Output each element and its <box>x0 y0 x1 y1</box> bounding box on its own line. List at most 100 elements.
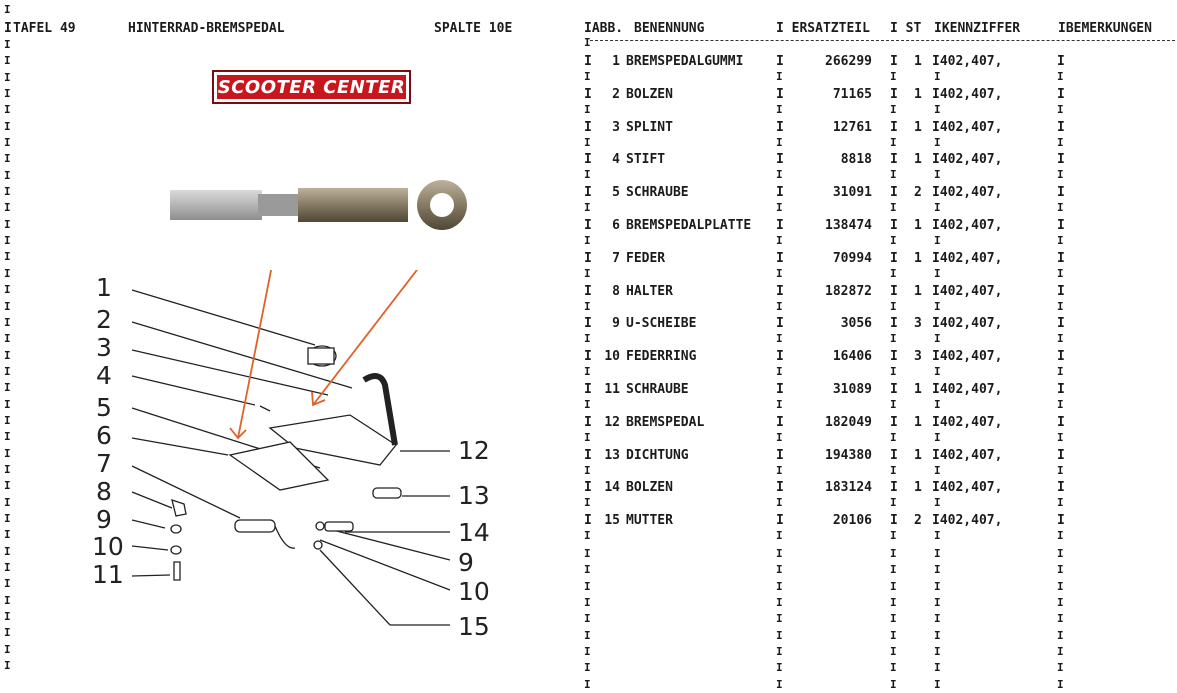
margin-marker: I <box>4 332 11 346</box>
row-marker: I <box>1057 463 1064 477</box>
margin-marker: I <box>934 628 941 642</box>
row-marker: I <box>1057 135 1064 149</box>
row-marker: I <box>584 54 592 69</box>
margin-marker: I <box>4 479 11 493</box>
row-marker: I <box>776 365 783 379</box>
row-marker: I <box>1057 332 1064 346</box>
row-benennung: U-SCHEIBE <box>626 316 697 332</box>
row-marker: I <box>890 54 898 69</box>
page-title: HINTERRAD-BREMSPEDAL <box>128 21 285 36</box>
row-marker: I <box>890 234 897 247</box>
margin-marker: I <box>4 462 11 476</box>
row-marker: I <box>776 299 783 313</box>
row-marker: I <box>776 463 783 477</box>
margin-marker: I <box>776 612 783 626</box>
row-st: 1 <box>914 86 922 102</box>
row-marker: I <box>584 480 592 496</box>
row-ersatzteil: 8818 <box>840 152 872 168</box>
row-marker: I <box>776 102 783 116</box>
row-number: 4 <box>612 152 620 168</box>
margin-marker: I <box>934 677 941 691</box>
row-marker: I <box>776 70 783 83</box>
row-marker: I <box>584 185 592 201</box>
margin-marker: I <box>4 136 11 150</box>
row-marker: I <box>890 430 897 444</box>
row-marker: I <box>934 135 941 149</box>
row-marker: I <box>584 513 592 529</box>
margin-marker: I <box>1057 596 1064 610</box>
row-marker: I <box>934 201 941 215</box>
row-marker: I <box>1057 299 1064 313</box>
row-ersatzteil: 266299 <box>825 54 872 69</box>
row-st: 1 <box>914 119 922 135</box>
callout-number: 14 <box>458 518 490 547</box>
row-marker: I <box>776 349 784 365</box>
margin-marker: I <box>4 70 11 84</box>
margin-marker: I <box>776 677 783 691</box>
row-st: 1 <box>914 283 922 299</box>
row-marker: I <box>934 299 941 313</box>
row-marker: I <box>584 152 592 168</box>
row-marker: I <box>890 365 897 379</box>
row-marker: I <box>584 463 591 477</box>
col-abb: IABB. <box>584 21 624 36</box>
row-marker: I <box>890 102 897 116</box>
row-marker: I <box>584 529 591 543</box>
row-marker: I <box>584 299 591 313</box>
row-number: 13 <box>604 447 620 463</box>
row-benennung: STIFT <box>626 152 666 168</box>
margin-marker: I <box>890 596 897 610</box>
row-marker: I <box>1057 70 1064 83</box>
row-marker: I <box>890 316 898 332</box>
margin-marker: I <box>4 381 11 395</box>
margin-marker: I <box>4 659 11 673</box>
row-marker: I <box>776 250 784 266</box>
row-marker: I <box>1057 218 1065 233</box>
row-marker: I <box>584 316 592 332</box>
row-marker: I <box>890 480 898 496</box>
row-marker: I <box>890 414 898 430</box>
margin-marker: I <box>1057 677 1064 691</box>
row-marker: I <box>776 283 784 299</box>
row-ersatzteil: 20106 <box>832 513 872 529</box>
margin-marker: I <box>4 626 11 640</box>
margin-marker: I <box>4 87 11 101</box>
margin-marker: I <box>890 645 897 659</box>
margin-marker: I <box>4 511 11 525</box>
margin-marker: I <box>934 645 941 659</box>
margin-marker: I <box>4 168 11 182</box>
margin-marker: I <box>584 612 591 626</box>
row-benennung: MUTTER <box>626 513 673 529</box>
callout-number: 11 <box>92 560 124 589</box>
row-kennziffer: I402,407, <box>932 54 1003 69</box>
row-benennung: BREMSPEDAL <box>626 414 705 430</box>
callout-number: 9 <box>96 505 112 534</box>
margin-marker: I <box>4 593 11 607</box>
row-marker: I <box>1057 168 1064 182</box>
row-marker: I <box>776 152 784 168</box>
row-marker: I <box>890 266 897 280</box>
margin-marker: I <box>4 642 11 656</box>
row-marker: I <box>1057 152 1065 168</box>
row-marker: I <box>776 119 784 135</box>
row-marker: I <box>1057 266 1064 280</box>
scooter-center-logo: SCOOTER CENTER <box>212 70 411 104</box>
margin-marker: I <box>4 119 11 133</box>
row-marker: I <box>890 463 897 477</box>
row-marker: I <box>776 201 783 215</box>
callout-number: 12 <box>458 436 490 465</box>
row-marker: I <box>1057 102 1064 116</box>
margin-marker: I <box>4 283 11 297</box>
row-benennung: BOLZEN <box>626 86 673 102</box>
row-marker: I <box>1057 529 1064 543</box>
row-ersatzteil: 31091 <box>832 185 872 201</box>
margin-marker: I <box>4 103 11 117</box>
row-ersatzteil: 16406 <box>832 349 872 365</box>
row-marker: I <box>776 54 784 69</box>
row-marker: I <box>584 234 591 247</box>
